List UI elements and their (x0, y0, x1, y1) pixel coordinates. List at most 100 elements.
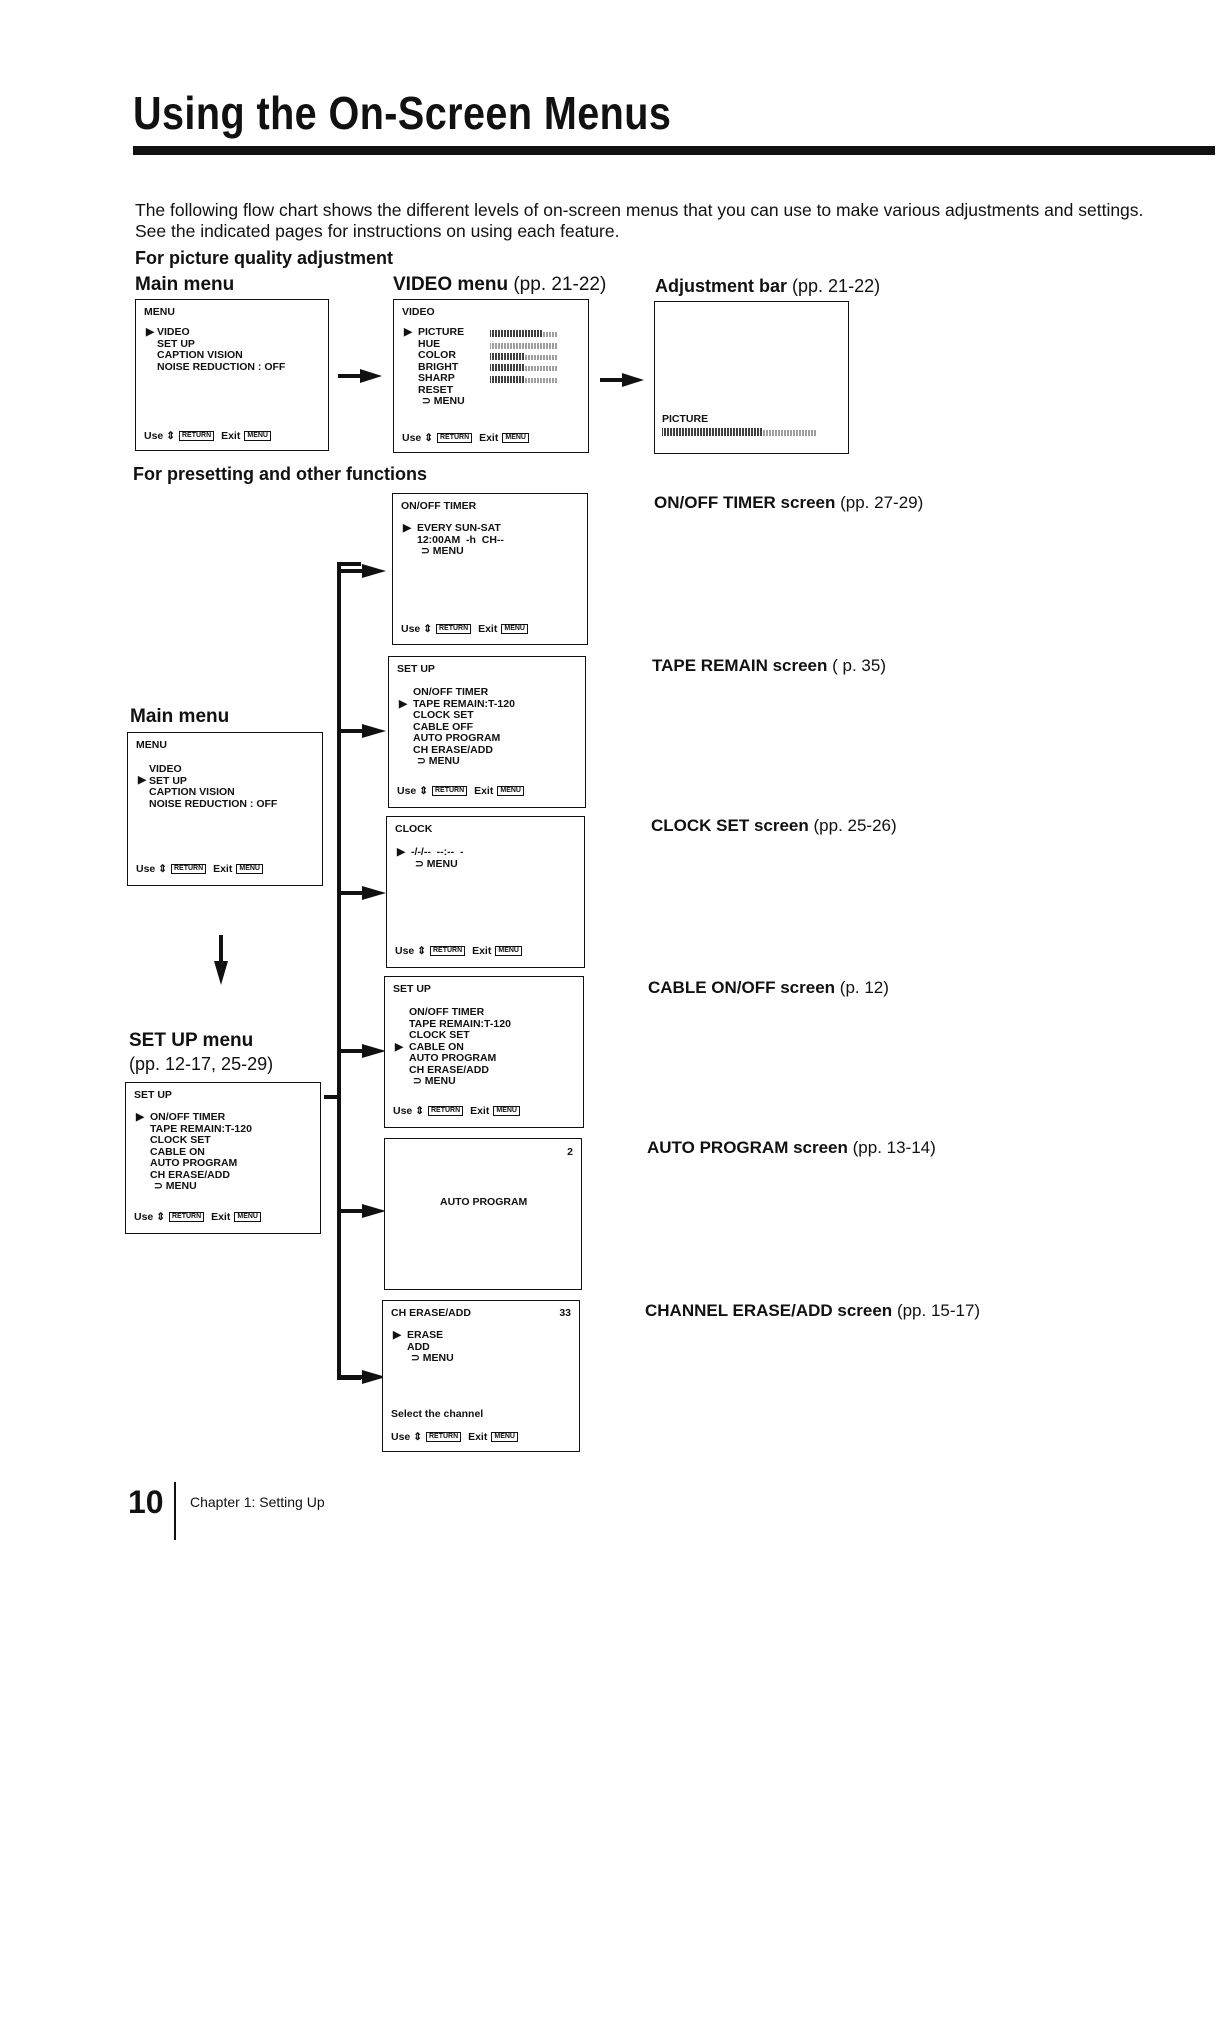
page-number: 10 (128, 1484, 164, 1520)
cursor-icon: ▶ (393, 1329, 402, 1341)
video-menu-title: VIDEO menu (393, 274, 509, 295)
select-channel-text: Select the channel (391, 1408, 484, 1420)
cursor-icon: ▶ (397, 846, 406, 858)
updown-icon: ⇕ (158, 862, 167, 875)
title-rule (133, 146, 1215, 155)
menu-key-icon: MENU (495, 945, 522, 956)
setup-item-auto: AUTO PROGRAM (409, 1052, 497, 1064)
back-icon: ⊃ (415, 857, 424, 870)
back-icon: ⊃ (154, 1180, 163, 1192)
menu-key-icon: MENU (236, 863, 263, 874)
clock-line-menu: ⊃ MENU (415, 857, 458, 870)
video-item-menu: ⊃ MENU (422, 395, 465, 407)
video-item-picture: PICTURE (418, 326, 465, 338)
main-menu-screen-2: MENU VIDEO SET UP CAPTION VISION NOISE R… (127, 732, 323, 886)
setup-item-clock: CLOCK SET (409, 1029, 470, 1041)
timer-screen: ON/OFF TIMER ▶ EVERY SUN-SAT 12:00AM -h … (392, 493, 588, 645)
arrow-right-icon (600, 373, 644, 387)
menu-item-setup: SET UP (149, 774, 187, 787)
menu-item-caption: CAPTION VISION (157, 349, 243, 361)
setup-item-timer: ON/OFF TIMER (413, 686, 489, 698)
updown-icon: ⇕ (415, 1104, 424, 1117)
menu-key-icon: MENU (234, 1211, 261, 1222)
cursor-icon: ▶ (403, 522, 412, 534)
clock-line-time: -/-/-- --:-- - (411, 846, 464, 858)
page-title: Using the On-Screen Menus (133, 87, 672, 139)
setup-item-cable: CABLE ON (409, 1040, 464, 1053)
channel-number: 2 (567, 1146, 573, 1158)
updown-icon: ⇕ (166, 429, 175, 442)
ch-erase-add-screen: CH ERASE/ADD 33 ▶ ERASE ADD ⊃ MENU Selec… (382, 1300, 580, 1452)
setup-menu-pages: (pp. 12-17, 25-29) (129, 1054, 274, 1074)
setup-item-cable: CABLE OFF (413, 720, 474, 733)
label-tape-screen: TAPE REMAIN screen ( p. 35) (652, 656, 886, 675)
screen-header: CH ERASE/ADD (391, 1307, 471, 1319)
label-channel-screen: CHANNEL ERASE/ADD screen (pp. 15-17) (645, 1301, 981, 1320)
menu-item-noise: NOISE REDUCTION : OFF (149, 797, 278, 810)
return-key-icon: RETURN (426, 1431, 462, 1442)
back-icon: ⊃ (413, 1075, 422, 1087)
return-key-icon: RETURN (430, 945, 466, 956)
arrow-right-icon (340, 886, 386, 900)
back-icon: ⊃ (417, 755, 426, 767)
video-item-sharp: SHARP (418, 372, 455, 384)
setup-item-ch: CH ERASE/ADD (413, 743, 493, 756)
menu-item-noise: NOISE REDUCTION : OFF (157, 360, 286, 373)
adjustment-bar-pages: (pp. 21-22) (792, 276, 881, 296)
screen-header: MENU (136, 739, 167, 751)
ch-item-menu: ⊃ MENU (411, 1352, 454, 1364)
timer-line-menu: ⊃ MENU (421, 545, 464, 557)
flow-connector-setup (324, 1095, 341, 1099)
setup-item-tape: TAPE REMAIN:T-120 (413, 697, 515, 710)
return-key-icon: RETURN (179, 430, 215, 441)
video-menu-screen: VIDEO ▶ PICTURE HUE COLOR BRIGHT SHARP R… (393, 299, 589, 453)
updown-icon: ⇕ (423, 622, 432, 635)
setup-item-timer: ON/OFF TIMER (409, 1006, 485, 1018)
video-item-hue: HUE (418, 337, 441, 350)
arrow-right-icon (340, 1204, 386, 1218)
arrow-right-icon (340, 564, 386, 578)
menu-key-icon: MENU (501, 623, 528, 634)
adjustment-bar-title: Adjustment bar (655, 276, 788, 296)
video-item-reset: RESET (418, 383, 454, 396)
setup-item-menu: ⊃ MENU (154, 1180, 197, 1192)
section-preset: For presetting and other functions (133, 464, 428, 484)
setup-item-menu: ⊃ MENU (413, 1075, 456, 1087)
video-item-color: COLOR (418, 349, 456, 361)
setup-item-tape: TAPE REMAIN:T-120 (409, 1017, 511, 1030)
ch-item-erase: ERASE (407, 1329, 444, 1341)
updown-icon: ⇕ (419, 784, 428, 797)
setup-item-clock: CLOCK SET (413, 709, 474, 721)
timer-line-day: EVERY SUN-SAT (417, 522, 501, 534)
setup-menu-screen: SET UP ▶ ON/OFF TIMER TAPE REMAIN:T-120 … (125, 1082, 321, 1234)
menu-key-icon: MENU (497, 785, 524, 796)
video-item-bright: BRIGHT (418, 360, 459, 373)
setup-item-cable: CABLE ON (150, 1145, 205, 1158)
arrow-right-icon (340, 1044, 386, 1058)
timer-line-time: 12:00AM -h CH-- (417, 533, 504, 546)
cursor-icon: ▶ (395, 1041, 404, 1053)
menu-key-icon: MENU (491, 1431, 518, 1442)
updown-icon: ⇕ (156, 1210, 165, 1223)
screen-header: CLOCK (395, 823, 433, 835)
menu-key-icon: MENU (493, 1105, 520, 1116)
screen-header: MENU (144, 306, 175, 318)
setup-item-timer: ON/OFF TIMER (150, 1111, 226, 1123)
label-timer-screen: ON/OFF TIMER screen (pp. 27-29) (654, 493, 924, 512)
level-bars-icon (490, 330, 557, 383)
adjustment-label: PICTURE (662, 413, 709, 425)
ch-item-add: ADD (407, 1340, 430, 1353)
setup-item-ch: CH ERASE/ADD (150, 1168, 230, 1181)
arrow-down-icon (214, 935, 228, 985)
updown-icon: ⇕ (417, 944, 426, 957)
setup-tape-screen: SET UP ▶ ON/OFF TIMER TAPE REMAIN:T-120 … (388, 656, 586, 808)
menu-key-icon: MENU (502, 432, 529, 443)
updown-icon: ⇕ (424, 431, 433, 444)
